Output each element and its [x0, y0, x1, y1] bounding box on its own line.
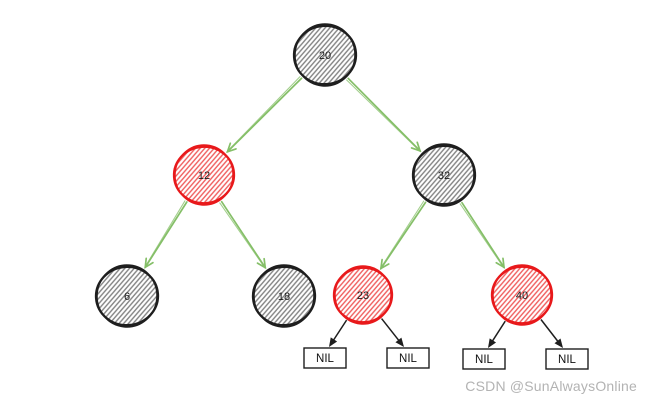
nil-label: NIL	[399, 353, 418, 365]
arrowhead-icon	[226, 142, 237, 154]
csdn-watermark: CSDN @SunAlwaysOnline	[465, 378, 637, 394]
node-label: 32	[438, 170, 450, 182]
edge-40-to-nil-3	[540, 319, 563, 348]
arrowhead-icon	[554, 338, 563, 348]
edge-23-to-nil-0	[329, 319, 348, 347]
node-label: 40	[516, 290, 528, 302]
tree-node-12: 12	[172, 144, 236, 206]
arrowhead-icon	[379, 258, 390, 271]
arrowhead-icon	[329, 337, 338, 347]
tree-node-18: 18	[251, 264, 317, 328]
edge-12-to-18	[219, 200, 267, 270]
nil-label: NIL	[316, 353, 335, 365]
edge-20-to-12	[226, 76, 303, 154]
node-label: 6	[124, 291, 130, 303]
arrowhead-icon	[410, 141, 422, 153]
edge-40-to-nil-2	[488, 320, 506, 348]
tree-node-40: 40	[490, 264, 554, 326]
edge-20-to-32	[346, 77, 422, 153]
edge-32-to-23	[379, 200, 427, 271]
tree-node-20: 20	[292, 23, 358, 87]
node-label: 18	[278, 291, 290, 303]
tree-node-6: 6	[94, 264, 160, 328]
nil-label: NIL	[558, 354, 577, 366]
node-label: 20	[319, 50, 331, 62]
arrowhead-icon	[488, 338, 497, 348]
tree-node-23: 23	[332, 265, 394, 325]
arrowhead-icon	[395, 337, 404, 347]
nil-node: NIL	[462, 348, 506, 370]
edge-12-to-6	[144, 200, 188, 269]
arrowhead-icon	[256, 257, 267, 270]
nil-node: NIL	[545, 348, 589, 370]
edge-23-to-nil-1	[380, 318, 404, 347]
nil-label: NIL	[475, 354, 494, 366]
arrowhead-icon	[495, 257, 506, 269]
edge-32-to-40	[459, 201, 506, 269]
tree-node-32: 32	[411, 143, 477, 207]
node-label: 23	[357, 290, 369, 302]
node-label: 12	[198, 170, 210, 182]
arrowhead-icon	[144, 257, 154, 269]
nil-node: NIL	[386, 347, 430, 369]
nil-node: NIL	[303, 347, 347, 369]
